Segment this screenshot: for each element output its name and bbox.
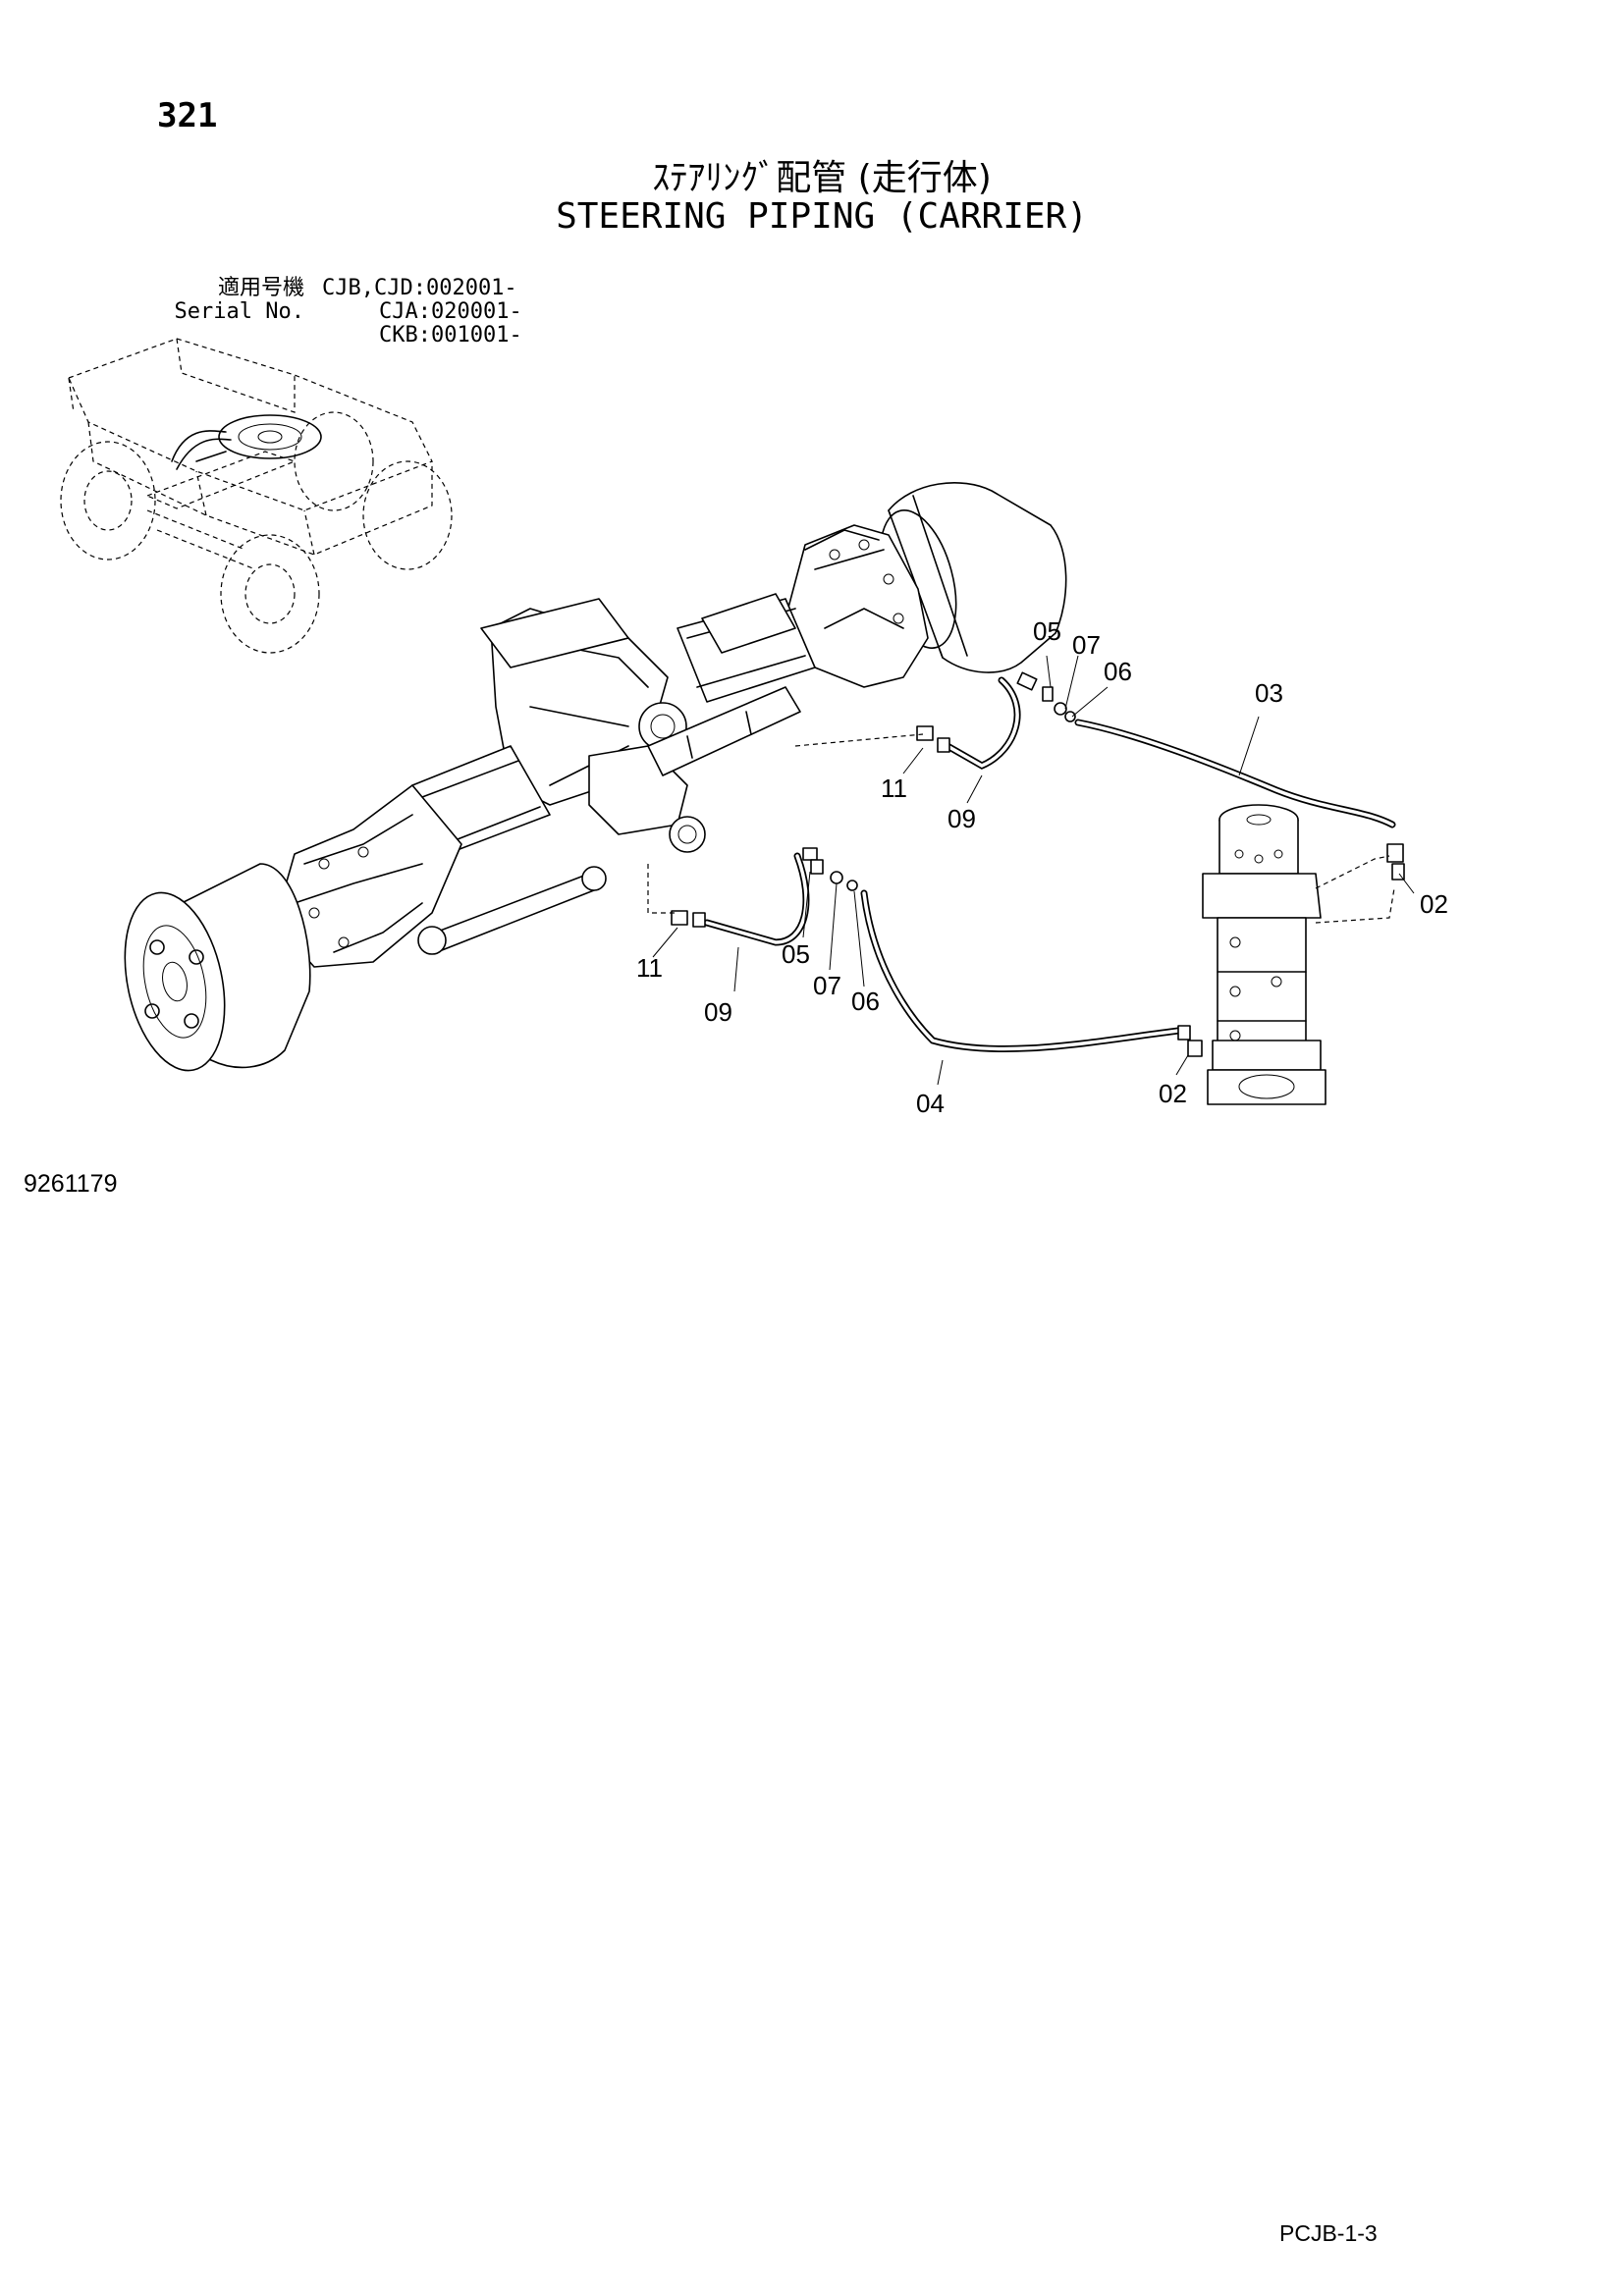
callout-07: 07: [1072, 630, 1101, 660]
hoses: [703, 676, 1396, 1053]
serial-value-2: CJA:020001-: [379, 299, 522, 324]
page-title: STEERING PIPING (CARRIER): [556, 196, 1088, 237]
serial-value-1: CJB,CJD:002001-: [322, 276, 517, 300]
callout-02: 02: [1159, 1079, 1187, 1108]
figure-number: 9261179: [24, 1170, 118, 1198]
callout-05: 05: [782, 939, 810, 969]
callout-04: 04: [916, 1089, 945, 1118]
callout-11: 11: [881, 774, 907, 803]
leader-lines: [647, 655, 1415, 1086]
page-title-japanese: ｽﾃｱﾘﾝｸﾞ配管 (走行体): [652, 158, 992, 198]
serial-label: Serial No.: [174, 299, 304, 324]
callout-06: 06: [1104, 657, 1132, 686]
serial-label-japanese: 適用号機: [217, 276, 304, 300]
callout-labels: 05 07 06 03 11 09 02 11 09 05 07 06 04 0…: [636, 616, 1448, 1118]
callout-09: 09: [947, 804, 976, 833]
center-joint: [1202, 804, 1326, 1105]
carrier-locator-illustration: [60, 338, 453, 654]
serial-value-3: CKB:001001-: [379, 323, 522, 347]
callout-09: 09: [704, 997, 732, 1027]
callout-06: 06: [851, 987, 880, 1016]
fittings: [671, 671, 1405, 1057]
callout-03: 03: [1255, 678, 1283, 708]
callout-05: 05: [1033, 616, 1061, 646]
serial-number-block: 適用号機 CJB,CJD:002001- Serial No. CJA:0200…: [152, 277, 522, 347]
page-number: 321: [157, 96, 218, 135]
callout-02: 02: [1420, 889, 1448, 919]
axle-assembly: [124, 482, 1067, 1072]
callout-07: 07: [813, 971, 841, 1000]
sheet-code: PCJB-1-3: [1279, 2220, 1378, 2246]
callout-11: 11: [636, 953, 663, 983]
